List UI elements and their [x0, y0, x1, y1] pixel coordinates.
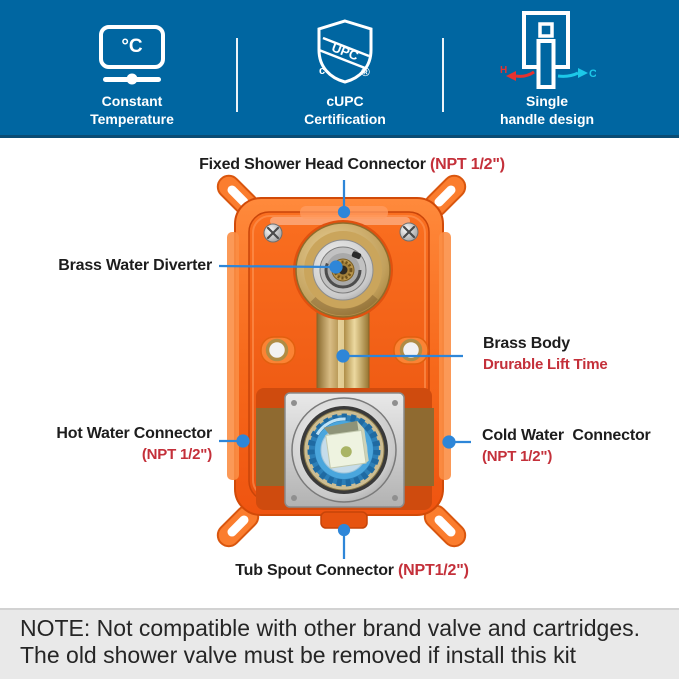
celsius-text: °C	[121, 35, 143, 57]
npt-spec: (NPT 1/2")	[141, 446, 212, 463]
shield-c-letter: c	[319, 65, 325, 77]
shield-r-symbol: ®	[361, 65, 370, 79]
mounting-hole	[260, 336, 429, 365]
feature-single-handle: H C Single handle design	[462, 0, 632, 135]
slider-track	[103, 73, 161, 85]
npt-spec: (NPT 1/2")	[482, 448, 553, 465]
label-hot-water-connector: Hot Water Connector (NPT 1/2")	[0, 425, 212, 463]
label-tub-spout-connector: Tub Spout Connector (NPT1/2")	[235, 562, 469, 579]
banner-divider	[236, 38, 238, 112]
feature-label-cupc: cUPC Certification	[304, 93, 386, 127]
cupc-shield-icon: UPC c ®	[314, 15, 376, 91]
cartridge-assembly	[256, 388, 434, 510]
feature-banner: °C Constant Temperature UPC c ® cUPC Cer…	[0, 0, 679, 138]
brass-body-subtext: Drurable Lift Time	[483, 356, 608, 373]
feature-constant-temperature: °C Constant Temperature	[47, 0, 217, 135]
npt-spec: (NPT 1/2")	[429, 156, 505, 173]
feature-label-single-handle: Single handle design	[499, 93, 595, 127]
hot-arrow-icon	[515, 70, 535, 78]
callout-lines	[218, 180, 471, 559]
cold-arrow-icon	[557, 71, 579, 78]
feature-label-constant-temperature: Constant Temperature	[90, 93, 174, 127]
valve-cartridge	[323, 420, 369, 469]
feature-cupc-certification: UPC c ® cUPC Certification	[260, 0, 430, 135]
note-line-1: NOTE: Not compatible with other brand va…	[20, 615, 641, 641]
label-fixed-shower-head-connector: Fixed Shower Head Connector (NPT 1/2")	[199, 156, 505, 173]
slider-knob	[126, 73, 138, 85]
label-brass-body: Brass Body Drurable Lift Time	[483, 335, 608, 373]
single-handle-icon: H C	[498, 11, 596, 91]
label-cold-water-connector: Cold Water Connector (NPT 1/2")	[482, 427, 651, 465]
banner-divider	[442, 38, 444, 112]
label-brass-water-diverter: Brass Water Diverter	[58, 257, 212, 274]
cold-letter: C	[589, 68, 596, 80]
hot-letter: H	[500, 65, 507, 76]
note-line-2: The old shower valve must be removed if …	[20, 642, 577, 669]
temperature-dial-icon: °C	[99, 15, 165, 91]
compatibility-note: NOTE: Not compatible with other brand va…	[0, 608, 679, 679]
npt-spec: (NPT1/2")	[398, 562, 469, 579]
